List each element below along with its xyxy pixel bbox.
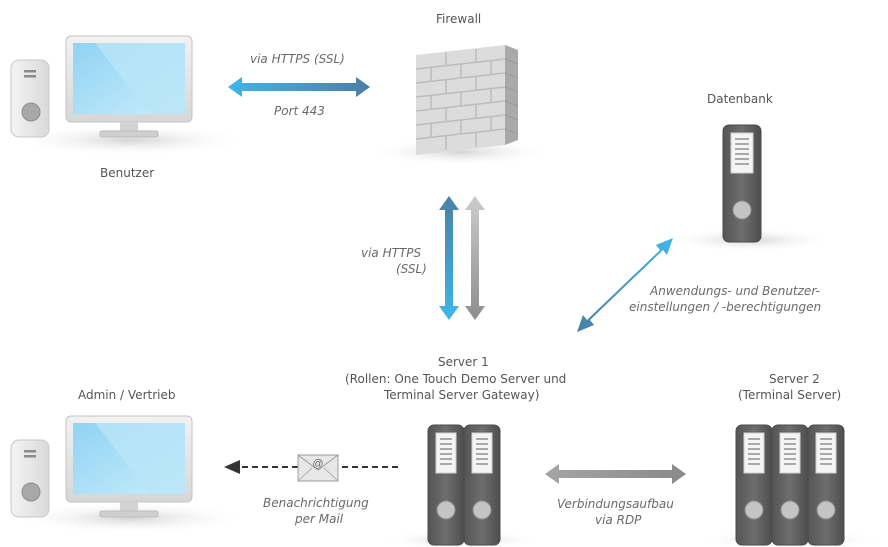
server1-label-1: Server 1: [438, 355, 489, 369]
https-arrow-vertical-gray: [465, 196, 485, 320]
https-arrow-horizontal: [228, 77, 370, 97]
firewall-icon: [415, 45, 519, 155]
admin-label: Admin / Vertrieb: [78, 388, 176, 402]
admin-computer-icon: [10, 415, 193, 518]
benutzer-label: Benutzer: [100, 166, 155, 180]
rdp-arrow: [545, 464, 686, 484]
https-arrow-vertical-blue: [439, 196, 459, 320]
server1-icon: [427, 424, 501, 546]
mail-label-2: per Mail: [295, 512, 344, 526]
db-arrow-label-2: einstellungen / -berechtigungen: [629, 300, 822, 314]
server2-label-2: (Terminal Server): [738, 388, 842, 402]
https-vertical-label-1: via HTTPS: [361, 246, 422, 260]
https-vertical-label-2: (SSL): [396, 262, 427, 276]
server1-label-2: (Rollen: One Touch Demo Server und: [345, 372, 567, 386]
https-top-label: via HTTPS (SSL): [250, 52, 345, 66]
db-arrow-label-1: Anwendungs- und Benutzer-: [650, 284, 820, 298]
server1-label-3: Terminal Server Gateway): [384, 388, 540, 402]
firewall-label: Firewall: [436, 12, 482, 26]
mail-arrow: @: [224, 454, 398, 482]
port-label: Port 443: [274, 104, 325, 118]
mail-label-1: Benachrichtigung: [263, 496, 369, 510]
db-arrow-diagonal: [577, 238, 673, 332]
rdp-label-1: Verbindungsaufbau: [557, 497, 674, 511]
rdp-label-2: via RDP: [595, 513, 642, 527]
datenbank-label: Datenbank: [707, 92, 773, 106]
server2-label-1: Server 2: [769, 372, 820, 386]
mail-at-icon: @: [312, 458, 323, 470]
benutzer-computer-icon: [10, 35, 193, 138]
datenbank-server-icon: [722, 124, 762, 243]
server2-icon: [735, 424, 845, 546]
